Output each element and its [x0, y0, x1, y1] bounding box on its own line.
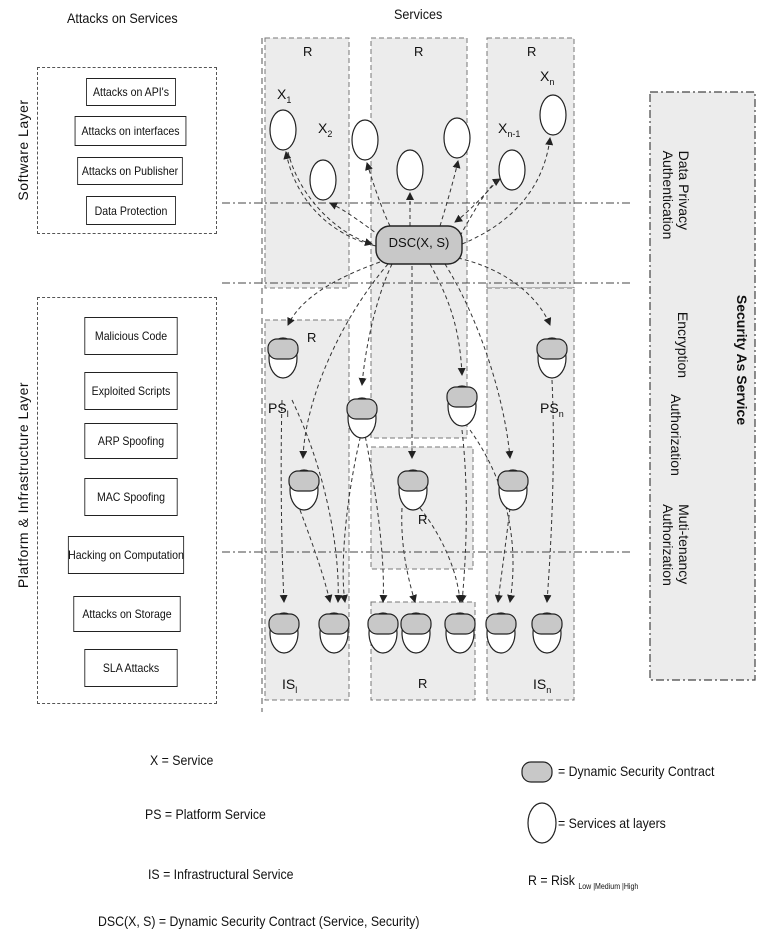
arrow-pmid-is1 [339, 429, 363, 603]
arrow-pmid2-is [458, 429, 467, 603]
infra-node-6 [485, 612, 517, 654]
arrow-ps1-is [279, 399, 288, 603]
attack-box-storage: Attacks on Storage [73, 596, 181, 632]
platform-node-low1 [288, 469, 320, 511]
security-multitenancy-auth: Muti-tenancy Authorization [660, 504, 692, 586]
arrow-dsc-xn [461, 137, 554, 245]
attacks-on-services-header: Attacks on Services [67, 10, 178, 26]
service-s4 [396, 149, 424, 191]
legend-x: X = Service [150, 752, 214, 768]
infra-node-2 [318, 612, 350, 654]
label-is1: ISl [282, 676, 298, 695]
arrow-dsc-x1 [283, 151, 377, 247]
security-authorization: Authorization [668, 394, 684, 476]
label-xn: Xn [540, 68, 555, 87]
risk-label-col2-bottom: R [418, 676, 428, 691]
arrow-dsc-s5 [439, 160, 461, 227]
infra-node-1 [268, 612, 300, 654]
legend-is: IS = Infrastructural Service [148, 866, 294, 882]
dsc-hub [375, 225, 463, 265]
security-as-service-title: Security As Service [734, 294, 750, 426]
security-encryption: Encryption [675, 311, 691, 379]
arrow-p2-is1 [401, 507, 417, 603]
risk-panel-col2-mid [370, 446, 474, 570]
arrow-pmid2-isn [469, 429, 516, 603]
risk-panels [264, 37, 575, 701]
legend-risk: R = Risk Low |Medium |High [528, 872, 639, 891]
attack-box-sla: SLA Attacks [84, 649, 178, 687]
dsc-hub-label: DSC(X, S) [388, 235, 450, 250]
attack-box-publisher: Attacks on Publisher [77, 157, 183, 185]
software-attacks-group [37, 67, 217, 234]
platform-node-mid2 [446, 385, 478, 427]
infra-node-3 [367, 612, 399, 654]
legend-contract-text: = Dynamic Security Contract [558, 763, 715, 779]
security-data-privacy-auth: Data Privacy Authentication [660, 150, 692, 240]
arrow-dsc-p-low1 [299, 263, 389, 459]
platform-node-low2 [397, 469, 429, 511]
legend-service-symbol [527, 802, 557, 844]
attack-box-apis: Attacks on API's [86, 78, 176, 106]
risk-panel-col1-top [264, 37, 350, 289]
infra-node-5 [444, 612, 476, 654]
risk-label-col1: R [303, 44, 313, 59]
arrow-pmid-is2 [363, 429, 388, 603]
attack-box-malicious-code: Malicious Code [84, 317, 178, 355]
risk-label-col3: R [527, 44, 537, 59]
service-xn [539, 94, 567, 136]
infra-node-4 [400, 612, 432, 654]
service-x1 [269, 109, 297, 151]
legend-risk-levels: Low |Medium |High [578, 881, 639, 891]
arrow-dsc-ps-mid2 [429, 263, 466, 376]
legend-service-text: = Services at layers [558, 815, 666, 831]
platform-node-ps1 [267, 337, 299, 379]
services-header: Services [394, 6, 443, 22]
service-x2 [309, 159, 337, 201]
attack-box-interfaces: Attacks on interfaces [74, 116, 187, 146]
legend-ps: PS = Platform Service [145, 806, 266, 822]
label-xn1: Xn-1 [498, 120, 521, 139]
risk-label-col2-mid: R [418, 512, 428, 527]
arrow-dsc-ps1 [287, 261, 381, 326]
arrow-dsc-p-low3 [444, 263, 514, 459]
arrow-p3-is1 [494, 507, 511, 603]
attack-box-mac-spoofing: MAC Spoofing [84, 478, 178, 516]
label-ps1: PSl [268, 400, 289, 419]
security-as-service-panel [649, 91, 756, 681]
label-x1: X1 [277, 86, 292, 105]
arrow-dsc-ps-mid [358, 263, 393, 386]
legend-contract-symbol [521, 761, 553, 783]
platform-node-psn [536, 337, 568, 379]
attack-box-data-protection: Data Protection [86, 196, 176, 225]
label-psn: PSn [540, 400, 564, 419]
risk-label-col1-platform: R [307, 330, 317, 345]
platform-node-low3 [497, 469, 529, 511]
platform-attacks-group [37, 297, 217, 704]
attack-box-arp-spoofing: ARP Spoofing [84, 423, 178, 459]
arrow-p2-is2 [419, 507, 464, 603]
arrow-psn-is [543, 379, 554, 603]
label-x2: X2 [318, 120, 333, 139]
infra-node-7 [531, 612, 563, 654]
arrow-xn1-dsc [454, 179, 499, 223]
label-isn: ISn [533, 676, 552, 695]
arrow-dsc-x2 [329, 202, 381, 237]
risk-label-col2: R [414, 44, 424, 59]
service-s5 [443, 117, 471, 159]
service-xn1 [498, 149, 526, 191]
arrow-x1-dsc [287, 151, 373, 246]
attack-box-hacking-computation: Hacking on Computation [67, 536, 185, 574]
arrow-dsc-psn [457, 257, 552, 326]
platform-node-mid1 [346, 397, 378, 439]
arrow-ps1-is2 [291, 399, 343, 603]
service-s3 [351, 119, 379, 161]
legend-dsc: DSC(X, S) = Dynamic Security Contract (S… [98, 913, 420, 929]
attack-box-exploited-scripts: Exploited Scripts [84, 372, 178, 410]
